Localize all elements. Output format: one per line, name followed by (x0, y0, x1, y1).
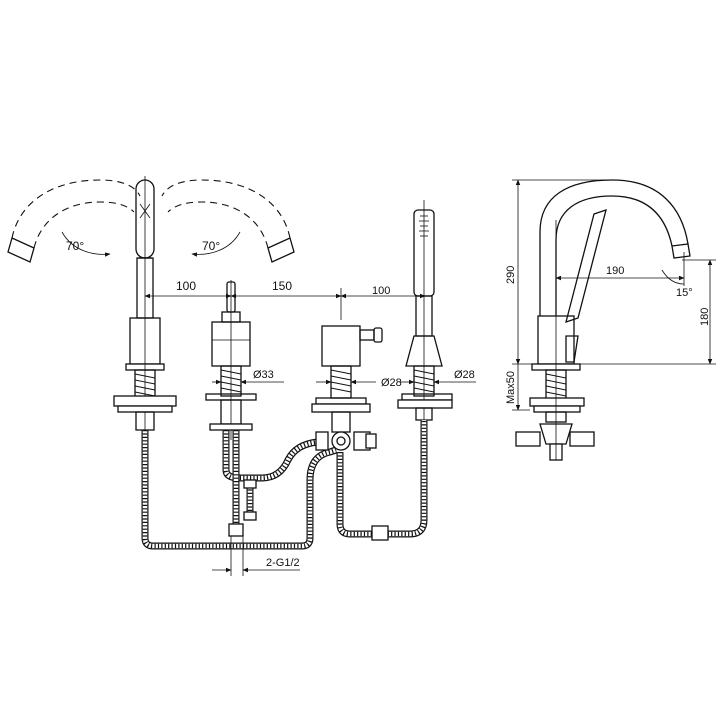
side-outlet-height-label: 180 (699, 308, 711, 326)
hose-fittings (228, 431, 389, 541)
dim-mixer-to-diverter: 150 (272, 279, 292, 293)
side-spout-outlet (671, 243, 691, 259)
threaded-shanks (113, 365, 453, 433)
top-dimension-lines (144, 288, 426, 320)
inlet-thread-label: 2-G1/2 (266, 557, 300, 569)
dia-mixer-label: Ø33 (253, 369, 274, 381)
side-angle-label: 15° (676, 287, 693, 299)
mixer-lever (205, 280, 257, 440)
dia-diverter-label: Ø28 (381, 377, 402, 389)
side-reach-label: 190 (606, 265, 624, 277)
left-swivel-arrow (61, 231, 111, 257)
diverter-valve (315, 325, 383, 405)
side-view (515, 179, 691, 461)
left-spout-outlet (7, 237, 35, 263)
side-max-deck-label: Max50 (505, 371, 517, 404)
side-dimensions (512, 179, 716, 411)
dim-spout-to-mixer: 100 (176, 279, 196, 293)
side-height-total-label: 290 (505, 266, 517, 284)
right-spout-outlet (267, 237, 295, 263)
dim-diverter-to-handshower: 100 (372, 285, 390, 297)
side-lever (565, 209, 607, 323)
angle-right-label: 70° (202, 239, 220, 253)
dia-handshower-label: Ø28 (454, 369, 475, 381)
right-swivel-arrow (191, 231, 241, 257)
angle-left-label: 70° (66, 239, 84, 253)
inlet-dimension (212, 536, 300, 576)
spout-swivel-arcs (7, 179, 295, 263)
